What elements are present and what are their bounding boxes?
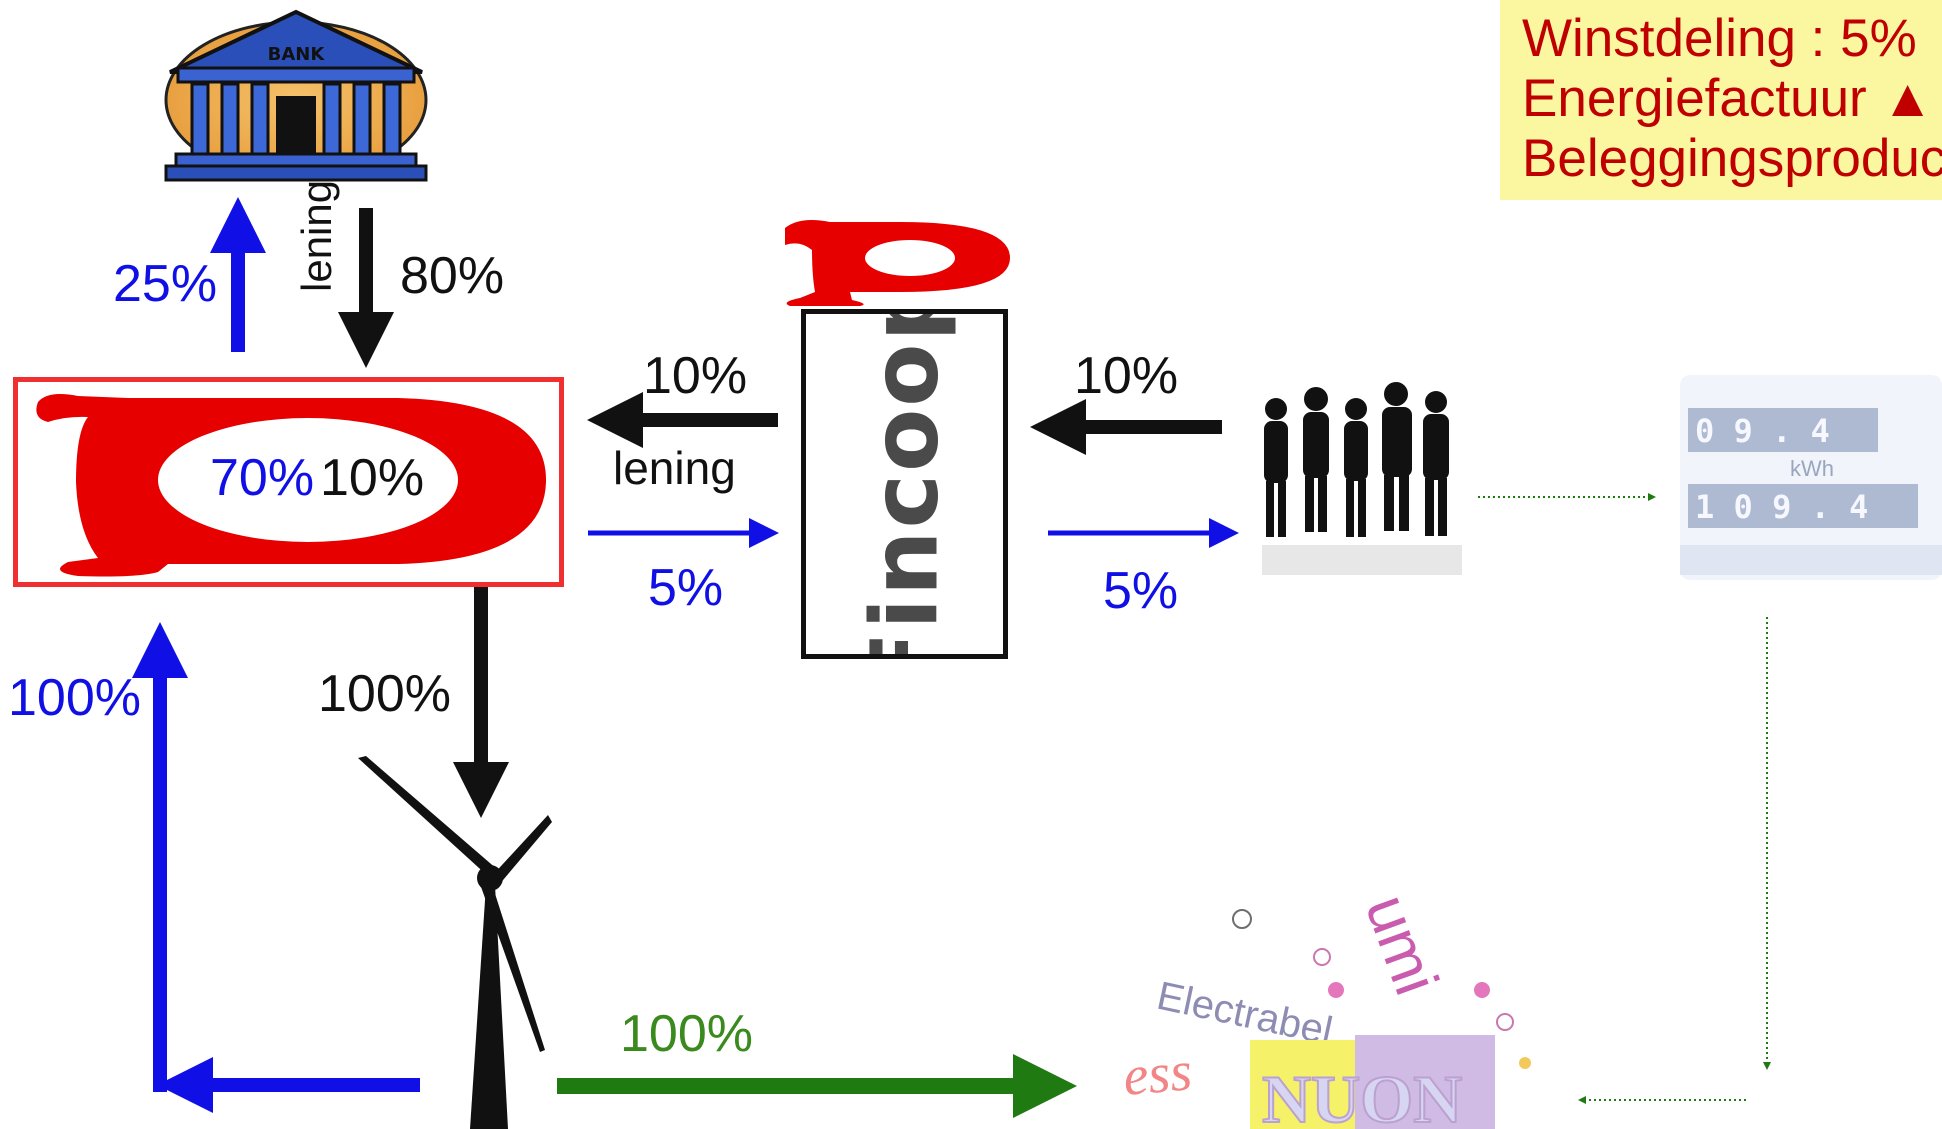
bank-sign: BANK (268, 44, 326, 65)
suppliers-logo-collage: Electrabel ess NUON umi (1121, 886, 1531, 1129)
label-coop-to-fin-pct: 5% (648, 559, 724, 617)
wind-turbine-icon (358, 756, 552, 1129)
label-bank-up-pct: 25% (113, 255, 218, 313)
meter-unit: kWh (1790, 456, 1834, 481)
fincoop-label: Fincoop (851, 309, 958, 659)
label-bank-down-pct: 80% (400, 247, 505, 305)
label-people-to-fin-pct: 10% (1074, 347, 1179, 405)
label-turbine-to-coop-pct: 100% (8, 669, 141, 727)
p-logo-large (36, 394, 547, 577)
label-fin-to-people-pct: 5% (1103, 562, 1179, 620)
legend-energiefactuur: Energiefactuur ▲ (1522, 69, 1934, 128)
label-fin-to-coop-pct: 10% (643, 347, 748, 405)
supplier-luminus: umi (1352, 886, 1451, 1003)
coop-pct-black: 10% (320, 449, 425, 507)
coop-pct-blue: 70% (210, 449, 315, 507)
meter-row2: 1 0 9 . 4 (1695, 488, 1868, 526)
fincoop-box: Fincoop (801, 309, 1008, 659)
supplier-essent: ess (1121, 1040, 1195, 1108)
cooperative-box: 70% 10% (13, 377, 564, 587)
bank-icon: BANK (164, 9, 428, 182)
p-logo-small (785, 220, 1010, 306)
people-icon (1262, 382, 1462, 575)
label-turbine-to-suppliers-pct: 100% (620, 1005, 753, 1063)
label-bank-loan-word: lening (293, 179, 340, 292)
energy-meter-icon: 0 9 . 4 kWh 1 0 9 . 4 (1680, 375, 1942, 580)
supplier-nuon: NUON (1262, 1061, 1462, 1129)
meter-row1: 0 9 . 4 (1695, 412, 1830, 450)
legend-beleggingsproduct: Beleggingsproduc (1522, 129, 1942, 188)
legend-winstdeling: Winstdeling : 5% (1522, 9, 1917, 68)
label-coop-to-turbine-pct: 100% (318, 665, 451, 723)
label-fin-to-coop-word: lening (613, 442, 736, 494)
legend-box: Winstdeling : 5% Energiefactuur ▲ Belegg… (1500, 0, 1942, 200)
